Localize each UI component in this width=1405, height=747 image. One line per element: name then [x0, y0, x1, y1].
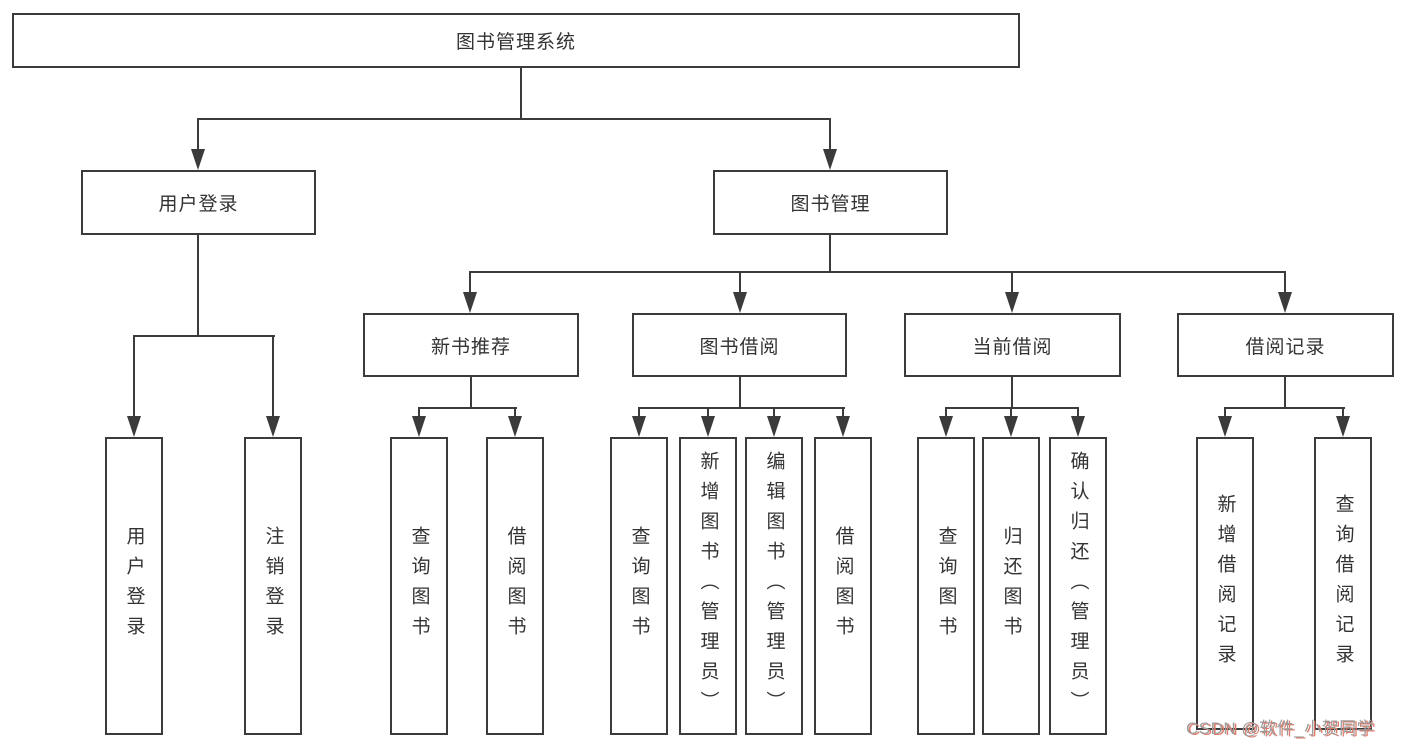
arrow-down-icon — [1071, 416, 1085, 437]
leaf-query-books-borrow: 查询图书 — [610, 437, 668, 735]
connector-line — [1224, 407, 1226, 419]
connector-line — [739, 377, 741, 409]
connector-line — [199, 118, 831, 120]
node-new-book-recommend: 新书推荐 — [363, 313, 579, 377]
arrow-down-icon — [412, 416, 426, 437]
connector-line — [133, 335, 275, 337]
leaf-label: 新增图书（管理员） — [697, 451, 719, 721]
connector-line — [1077, 407, 1079, 419]
leaf-query-borrow-record: 查询借阅记录 — [1314, 437, 1372, 730]
leaf-add-books-admin: 新增图书（管理员） — [679, 437, 737, 735]
node-borrow-records: 借阅记录 — [1177, 313, 1394, 377]
connector-line — [469, 271, 471, 296]
arrow-down-icon — [1218, 416, 1232, 437]
leaf-borrow-books-borrow: 借阅图书 — [814, 437, 872, 735]
arrow-down-icon — [836, 416, 850, 437]
connector-line — [1224, 407, 1345, 409]
connector-line — [1342, 407, 1344, 419]
leaf-edit-books-admin: 编辑图书（管理员） — [745, 437, 803, 735]
leaf-query-books-current: 查询图书 — [917, 437, 975, 735]
connector-line — [133, 335, 135, 419]
arrow-down-icon — [632, 416, 646, 437]
connector-line — [1011, 271, 1013, 296]
arrow-down-icon — [191, 149, 205, 170]
arrow-down-icon — [701, 416, 715, 437]
leaf-query-books-newbook: 查询图书 — [390, 437, 448, 735]
leaf-label: 查询图书 — [408, 526, 430, 646]
node-current-borrowing: 当前借阅 — [904, 313, 1121, 377]
leaf-logout-login: 注销登录 — [244, 437, 302, 735]
leaf-label: 归还图书 — [1000, 526, 1022, 646]
connector-line — [197, 118, 199, 152]
node-label: 图书管理 — [790, 194, 871, 215]
connector-line — [773, 407, 775, 419]
connector-line — [418, 407, 517, 409]
leaf-add-borrow-record: 新增借阅记录 — [1196, 437, 1254, 730]
arrow-down-icon — [1336, 416, 1350, 437]
arrow-down-icon — [939, 416, 953, 437]
leaf-label: 查询图书 — [628, 526, 650, 646]
leaf-label: 新增借阅记录 — [1214, 493, 1236, 674]
connector-line — [272, 335, 274, 419]
connector-line — [1284, 271, 1286, 296]
node-user-login: 用户登录 — [81, 170, 316, 235]
leaf-label: 查询图书 — [935, 526, 957, 646]
arrow-down-icon — [508, 416, 522, 437]
node-label: 借阅记录 — [1245, 336, 1326, 358]
node-library-management-system: 图书管理系统 — [12, 13, 1020, 68]
arrow-down-icon — [463, 292, 477, 313]
leaf-return-books: 归还图书 — [982, 437, 1040, 735]
leaf-confirm-return-admin: 确认归还（管理员） — [1049, 437, 1107, 735]
connector-line — [638, 407, 640, 419]
leaf-label: 编辑图书（管理员） — [763, 451, 785, 721]
connector-line — [638, 407, 845, 409]
node-label: 新书推荐 — [430, 336, 511, 358]
connector-line — [842, 407, 844, 419]
leaf-label: 确认归还（管理员） — [1067, 451, 1089, 721]
connector-line — [739, 271, 741, 296]
leaf-borrow-books-newbook: 借阅图书 — [486, 437, 544, 735]
connector-line — [1284, 377, 1286, 409]
leaf-user-login: 用户登录 — [105, 437, 163, 735]
leaf-label: 查询借阅记录 — [1332, 493, 1354, 674]
connector-line — [418, 407, 420, 419]
connector-line — [707, 407, 709, 419]
node-label: 当前借阅 — [972, 336, 1053, 358]
arrow-down-icon — [1278, 292, 1292, 313]
node-label: 图书管理系统 — [455, 32, 576, 53]
arrow-down-icon — [1004, 416, 1018, 437]
connector-line — [945, 407, 1079, 409]
connector-line — [514, 407, 516, 419]
connector-line — [1010, 407, 1012, 419]
connector-line — [829, 118, 831, 152]
connector-line — [945, 407, 947, 419]
connector-line — [1011, 377, 1013, 409]
connector-line — [829, 235, 831, 271]
node-book-management: 图书管理 — [713, 170, 948, 235]
node-label: 用户登录 — [158, 194, 239, 215]
leaf-label: 注销登录 — [262, 526, 284, 646]
connector-line — [197, 235, 199, 335]
arrow-down-icon — [266, 416, 280, 437]
node-book-borrowing: 图书借阅 — [632, 313, 847, 377]
connector-line — [520, 68, 522, 118]
leaf-label: 借阅图书 — [504, 526, 526, 646]
arrow-down-icon — [733, 292, 747, 313]
arrow-down-icon — [767, 416, 781, 437]
csdn-watermark: CSDN @软件_小贺同学 — [1186, 719, 1375, 738]
connector-line — [470, 271, 1286, 273]
arrow-down-icon — [823, 149, 837, 170]
arrow-down-icon — [127, 416, 141, 437]
leaf-label: 用户登录 — [123, 526, 145, 646]
connector-line — [470, 377, 472, 409]
node-label: 图书借阅 — [699, 336, 780, 358]
leaf-label: 借阅图书 — [832, 526, 854, 646]
arrow-down-icon — [1005, 292, 1019, 313]
